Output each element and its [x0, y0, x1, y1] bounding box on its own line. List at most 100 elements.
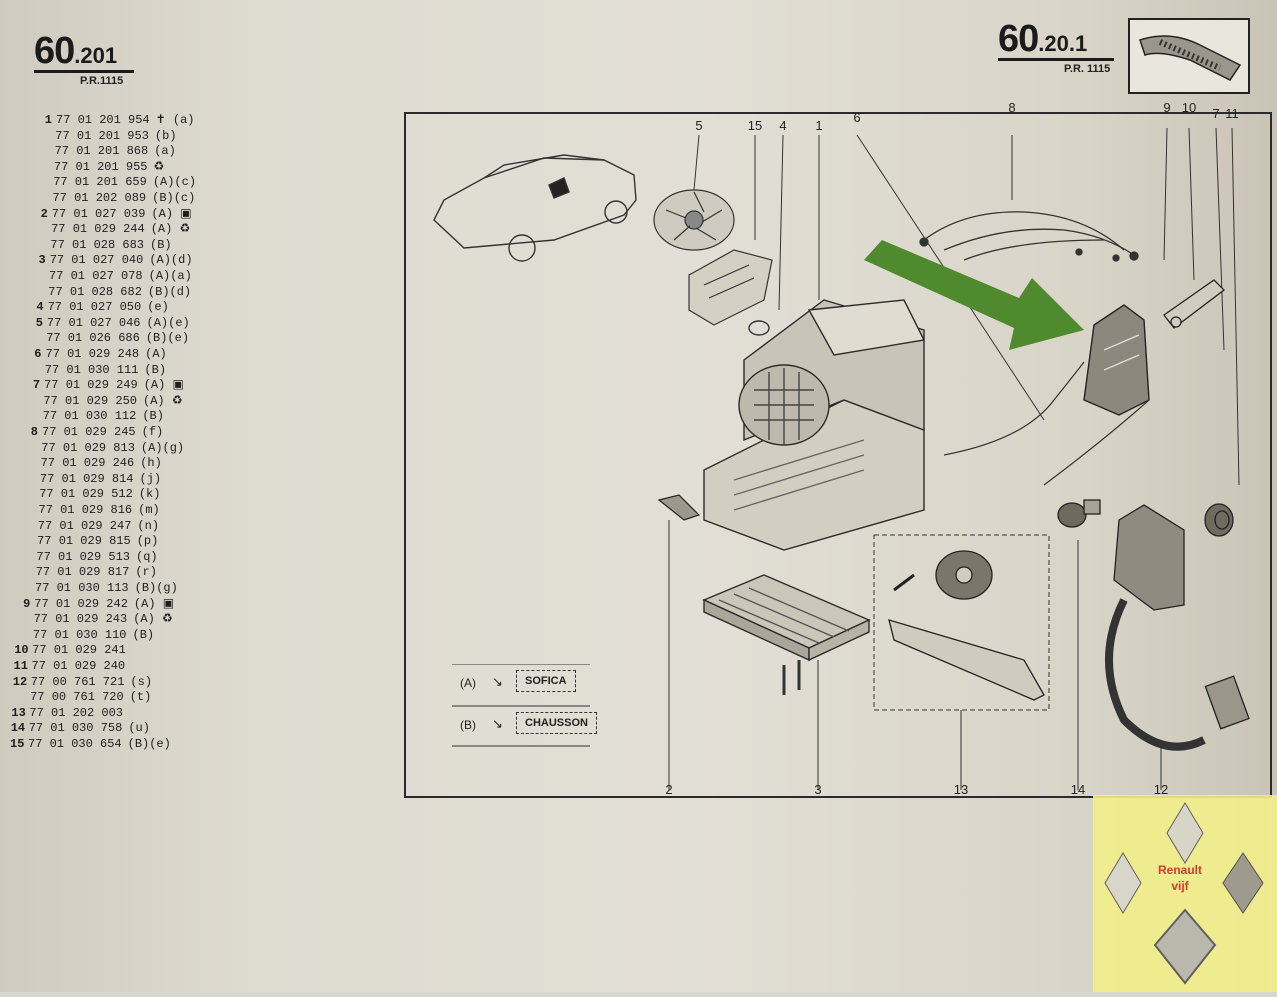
part-row: 77 01 029 513(q): [18, 549, 157, 565]
part-row: 77 01 029 814(j): [22, 471, 161, 487]
part-reference: 77 01 030 654: [28, 737, 122, 751]
part-row: 77 01 030 110(B): [15, 627, 154, 643]
part-reference: 77 01 029 247: [37, 518, 132, 533]
part-row: 77 01 028 683(B): [32, 237, 171, 253]
callout-label: 8: [1008, 100, 1015, 115]
part-note: (A) ▣: [133, 596, 175, 611]
exploded-diagram-frame: [404, 112, 1272, 798]
part-note: (A) ♻: [150, 222, 191, 237]
part-reference: 77 01 029 817: [35, 565, 130, 580]
part-reference: 77 01 029 250: [43, 393, 138, 408]
callout-label: 13: [954, 782, 968, 797]
part-note: (B)(c): [152, 191, 196, 205]
part-reference: 77 01 028 683: [50, 237, 145, 252]
part-row: 77 01 027 078(A)(a): [31, 268, 192, 284]
part-reference: 77 00 761 721: [30, 674, 125, 689]
part-note: ♻: [153, 159, 165, 174]
blower-fan-icon: [653, 189, 735, 251]
legend-rules: [452, 664, 590, 747]
control-knob-icon: [1204, 503, 1234, 537]
part-row: 77 01 201 955♻: [36, 159, 164, 175]
part-reference: 77 01 201 953: [55, 128, 149, 143]
part-reference: 77 01 029 249: [44, 378, 138, 393]
part-index: 6: [34, 347, 42, 361]
part-reference: 77 01 201 868: [54, 144, 149, 159]
part-note: (m): [138, 503, 160, 517]
part-reference: 77 01 029 245: [42, 425, 136, 439]
legend-manufacturer: SOFICA: [516, 670, 576, 692]
part-index: 2: [40, 206, 48, 221]
part-reference: 77 01 029 813: [41, 440, 135, 455]
part-reference: 77 01 028 682: [48, 284, 142, 299]
part-note: ✝ (a): [155, 113, 195, 127]
part-note: (A): [145, 347, 167, 361]
callout-label: 6: [853, 110, 860, 125]
part-note: (a): [154, 144, 176, 159]
fan-bracket-icon: [688, 249, 773, 326]
part-note: (u): [128, 721, 150, 736]
part-note: (A)(d): [149, 253, 193, 268]
part-note: (r): [135, 565, 157, 580]
part-reference: 77 01 029 814: [39, 471, 134, 486]
callout-label: 12: [1154, 782, 1168, 797]
part-row: 77 01 201 953(b): [37, 128, 176, 144]
callout-label: 3: [814, 782, 821, 797]
part-row: 77 01 029 512 (k): [21, 486, 160, 502]
callout-label: 11: [1225, 106, 1239, 121]
part-reference: 77 01 030 112: [42, 409, 137, 424]
callout-label: 14: [1071, 782, 1085, 797]
control-lever-unit-icon: [1083, 304, 1150, 416]
control-cables-icon: [943, 361, 1150, 486]
part-index: 3: [38, 253, 46, 268]
part-reference: 77 01 030 113: [35, 581, 129, 595]
part-note: (A) ♻: [143, 393, 183, 408]
part-note: (h): [140, 456, 162, 471]
part-index: 5: [35, 315, 43, 330]
part-row: 77 01 202 089(B)(c): [35, 190, 196, 206]
part-note: (n): [137, 518, 160, 533]
clip-part-icon: [657, 494, 701, 521]
part-row: 77 01 201 659(A)(c): [35, 174, 196, 190]
part-reference: 77 01 201 954: [56, 113, 150, 127]
callout-label: 10: [1182, 100, 1196, 115]
part-reference: 77 01 026 686: [46, 331, 140, 346]
part-reference: 77 01 027 040: [49, 253, 144, 268]
callout-label: 2: [665, 782, 672, 797]
part-note: (B): [142, 409, 164, 424]
callout-label: 15: [748, 118, 762, 133]
legend-row: (A)↘SOFICA: [452, 664, 592, 704]
part-note: (k): [138, 487, 161, 502]
part-index: 1: [44, 113, 52, 127]
part-reference: 77 01 030 758: [28, 721, 123, 736]
part-row: 77 01 029 815(p): [19, 533, 158, 549]
part-row: 77 01 029 817 (r): [18, 564, 157, 580]
part-reference: 77 01 029 243: [33, 612, 128, 627]
page-number-left: 60.201: [34, 30, 118, 72]
part-row: 77 01 029 816(m): [21, 502, 160, 518]
part-note: (A) ▣: [143, 378, 184, 393]
watermark-badge: [1093, 795, 1277, 992]
part-row: 77 01 029 247 (n): [20, 518, 159, 534]
part-reference: 77 00 761 720: [30, 690, 124, 705]
part-reference: 77 01 030 111: [44, 362, 139, 377]
part-row: 77 01 030 112 (B): [25, 408, 164, 424]
part-index: 13: [11, 705, 26, 720]
part-note: (B): [144, 362, 167, 377]
fan-motor-harness-icon: [1105, 504, 1250, 751]
part-reference: 77 01 202 003: [29, 705, 124, 720]
part-row: 77 01 029 813 (A)(g): [23, 440, 184, 456]
car-illustration-icon: [433, 154, 637, 262]
lever-arm-icon: [1163, 279, 1225, 329]
part-index: 10: [14, 643, 29, 658]
part-note: (A)(g): [140, 440, 185, 455]
part-reference: 77 01 029 512: [39, 487, 133, 502]
part-index: 14: [10, 721, 26, 736]
